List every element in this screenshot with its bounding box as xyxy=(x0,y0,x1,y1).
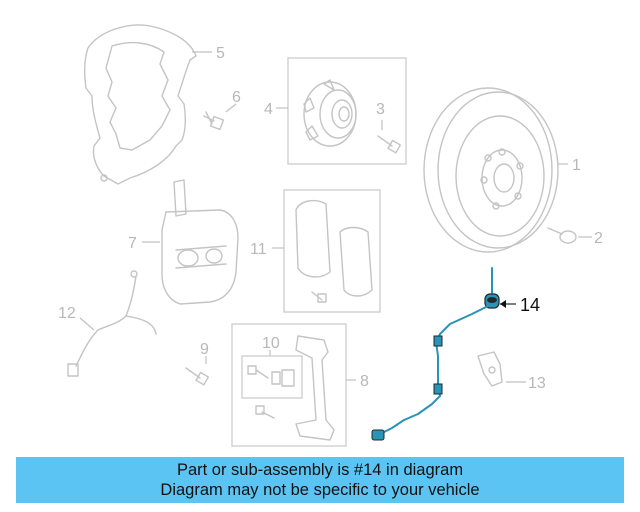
hub-box xyxy=(287,57,407,165)
hub-bolt-part[interactable] xyxy=(377,120,402,154)
wheel-hub-part[interactable] xyxy=(303,79,357,147)
callout-8: 8 xyxy=(360,373,369,390)
shield-bolt-part[interactable] xyxy=(203,103,237,131)
brake-pads-part[interactable] xyxy=(295,199,373,303)
callout-9: 9 xyxy=(200,341,209,358)
callout-5: 5 xyxy=(216,45,225,62)
splash-shield-part[interactable] xyxy=(83,24,212,185)
banner-line-1: Part or sub-assembly is #14 in diagram xyxy=(176,461,464,479)
callout-7: 7 xyxy=(128,235,137,252)
caliper-carrier-part[interactable] xyxy=(247,335,335,441)
callout-4: 4 xyxy=(264,101,273,118)
callout-1: 1 xyxy=(572,157,581,174)
callout-11: 11 xyxy=(250,241,267,258)
pads-box xyxy=(283,189,381,313)
banner-line-2: Diagram may not be specific to your vehi… xyxy=(160,481,480,499)
callout-10: 10 xyxy=(262,335,280,352)
sensor-bracket-part[interactable] xyxy=(477,351,526,387)
brake-rotor-part[interactable] xyxy=(423,87,568,253)
wheel-speed-sensor-part[interactable] xyxy=(371,267,516,441)
callout-12: 12 xyxy=(58,305,76,322)
brake-caliper-part[interactable] xyxy=(142,179,239,305)
guide-pin-box xyxy=(241,355,303,399)
carrier-box xyxy=(231,323,347,447)
callout-13: 13 xyxy=(528,375,546,392)
callout-14: 14 xyxy=(520,295,540,315)
parts-diagram: 5 6 4 3 1 xyxy=(58,24,603,447)
callout-2: 2 xyxy=(594,230,603,247)
callout-6: 6 xyxy=(232,89,241,106)
caliper-bolt-part[interactable] xyxy=(185,356,210,386)
brake-hose-part[interactable] xyxy=(67,270,157,377)
rotor-screw-part[interactable] xyxy=(547,227,592,244)
info-banner: Part or sub-assembly is #14 in diagram D… xyxy=(16,457,624,503)
callout-3: 3 xyxy=(376,101,385,118)
